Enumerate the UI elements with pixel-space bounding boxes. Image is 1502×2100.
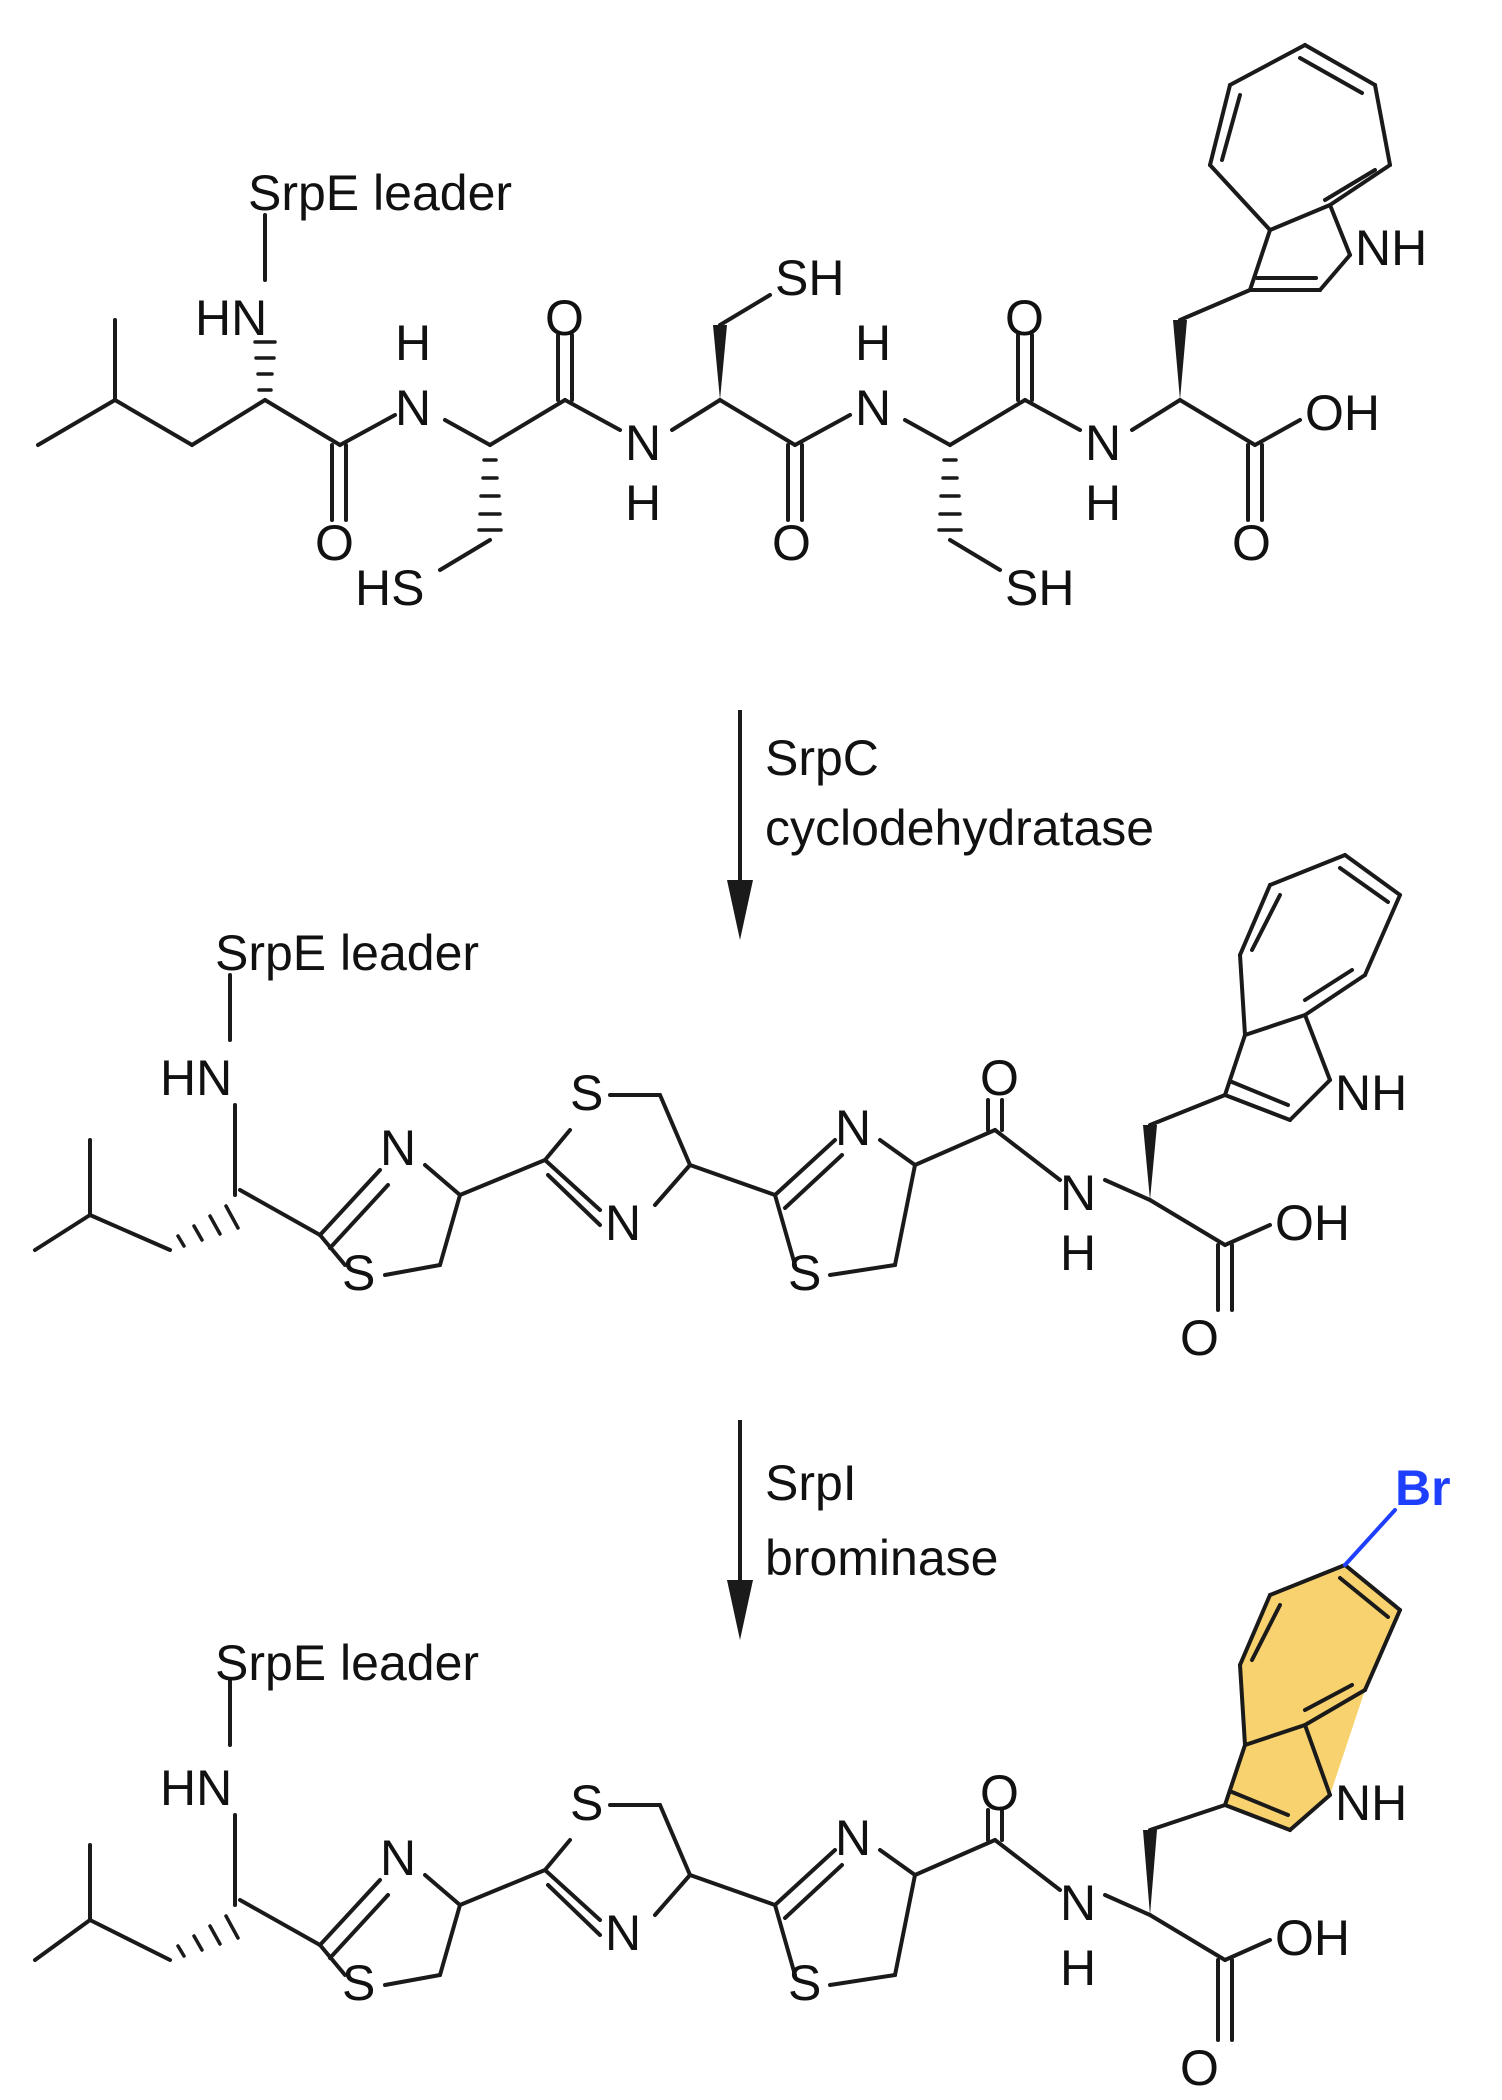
atom-o: O bbox=[980, 1050, 1019, 1106]
atom-n: N bbox=[835, 1100, 871, 1156]
stereo-hash-bond bbox=[477, 458, 503, 532]
enzyme-name: SrpC bbox=[765, 730, 879, 786]
indole-ring-highlighted bbox=[1223, 1563, 1402, 1832]
stereo-hash-bond bbox=[253, 340, 277, 392]
atom-nh: NH bbox=[1335, 1065, 1407, 1121]
atom-o: O bbox=[980, 1765, 1019, 1821]
enzyme-function: brominase bbox=[765, 1530, 998, 1586]
structure-brominated-peptide: SrpE leader HN N S S N N S O N H OH O NH… bbox=[33, 1460, 1451, 2096]
stereo-hash-bond bbox=[176, 1204, 240, 1248]
thiazoline-ring-2 bbox=[543, 1803, 692, 1937]
thiazoline-ring-3 bbox=[773, 1138, 917, 1277]
atom-s: S bbox=[342, 1245, 375, 1301]
atom-n: N bbox=[380, 1830, 416, 1886]
atom-n: N bbox=[605, 1905, 641, 1961]
thiazoline-ring-1 bbox=[318, 1163, 462, 1277]
thiazoline-ring-1 bbox=[318, 1873, 462, 1987]
atom-nh: NH bbox=[1335, 1775, 1407, 1831]
atom-s: S bbox=[788, 1245, 821, 1301]
atom-hs: HS bbox=[355, 560, 424, 616]
atom-o: O bbox=[315, 515, 354, 571]
atom-h: H bbox=[1060, 1940, 1096, 1996]
indole-ring bbox=[1208, 43, 1392, 292]
atom-hn: HN bbox=[160, 1050, 232, 1106]
reaction-arrow-2: SrpI brominase bbox=[727, 1420, 998, 1640]
atom-oh: OH bbox=[1275, 1910, 1350, 1966]
atom-n: N bbox=[1085, 415, 1121, 471]
atom-n: N bbox=[625, 415, 661, 471]
atom-o: O bbox=[545, 290, 584, 346]
atom-sh: SH bbox=[1005, 560, 1074, 616]
atom-n: N bbox=[380, 1120, 416, 1176]
bromine-bond bbox=[1343, 1508, 1397, 1567]
structure-thiazoline-peptide: SrpE leader HN N S S N N S O N H OH O NH bbox=[33, 853, 1407, 1366]
atom-o: O bbox=[772, 515, 811, 571]
atom-hn: HN bbox=[160, 1760, 232, 1816]
atom-s: S bbox=[570, 1065, 603, 1121]
atom-br: Br bbox=[1395, 1460, 1451, 1516]
atom-oh: OH bbox=[1275, 1195, 1350, 1251]
atom-h: H bbox=[1060, 1225, 1096, 1281]
thiazoline-ring-2 bbox=[543, 1093, 692, 1227]
atom-n: N bbox=[1060, 1165, 1096, 1221]
atom-h: H bbox=[625, 475, 661, 531]
atom-o: O bbox=[1180, 2040, 1219, 2096]
indole-ring bbox=[1223, 853, 1402, 1122]
atom-h: H bbox=[395, 315, 431, 371]
atom-s: S bbox=[342, 1955, 375, 2011]
atom-n: N bbox=[395, 380, 431, 436]
atom-o: O bbox=[1005, 290, 1044, 346]
atom-n: N bbox=[835, 1810, 871, 1866]
atom-s: S bbox=[788, 1955, 821, 2011]
atom-n: N bbox=[605, 1195, 641, 1251]
enzyme-function: cyclodehydratase bbox=[765, 800, 1154, 856]
atom-sh: SH bbox=[775, 250, 844, 306]
atom-o: O bbox=[1180, 1310, 1219, 1366]
atom-nh: NH bbox=[1355, 220, 1427, 276]
atom-s: S bbox=[570, 1775, 603, 1831]
atom-o: O bbox=[1232, 515, 1271, 571]
stereo-hash-bond bbox=[176, 1914, 240, 1958]
atom-n: N bbox=[1060, 1875, 1096, 1931]
leader-label: SrpE leader bbox=[215, 1635, 479, 1691]
reaction-arrow-1: SrpC cyclodehydratase bbox=[727, 710, 1154, 940]
leader-label: SrpE leader bbox=[248, 165, 512, 221]
stereo-hash-bond bbox=[937, 458, 963, 532]
leader-label: SrpE leader bbox=[215, 925, 479, 981]
structure-linear-peptide: SrpE leader HN H N O HS O N H SH O H N S… bbox=[36, 43, 1427, 616]
enzyme-name: SrpI bbox=[765, 1455, 857, 1511]
atom-hn: HN bbox=[195, 290, 267, 346]
atom-h: H bbox=[855, 315, 891, 371]
atom-oh: OH bbox=[1305, 385, 1380, 441]
atom-h: H bbox=[1085, 475, 1121, 531]
thiazoline-ring-3 bbox=[773, 1848, 917, 1987]
atom-n: N bbox=[855, 380, 891, 436]
